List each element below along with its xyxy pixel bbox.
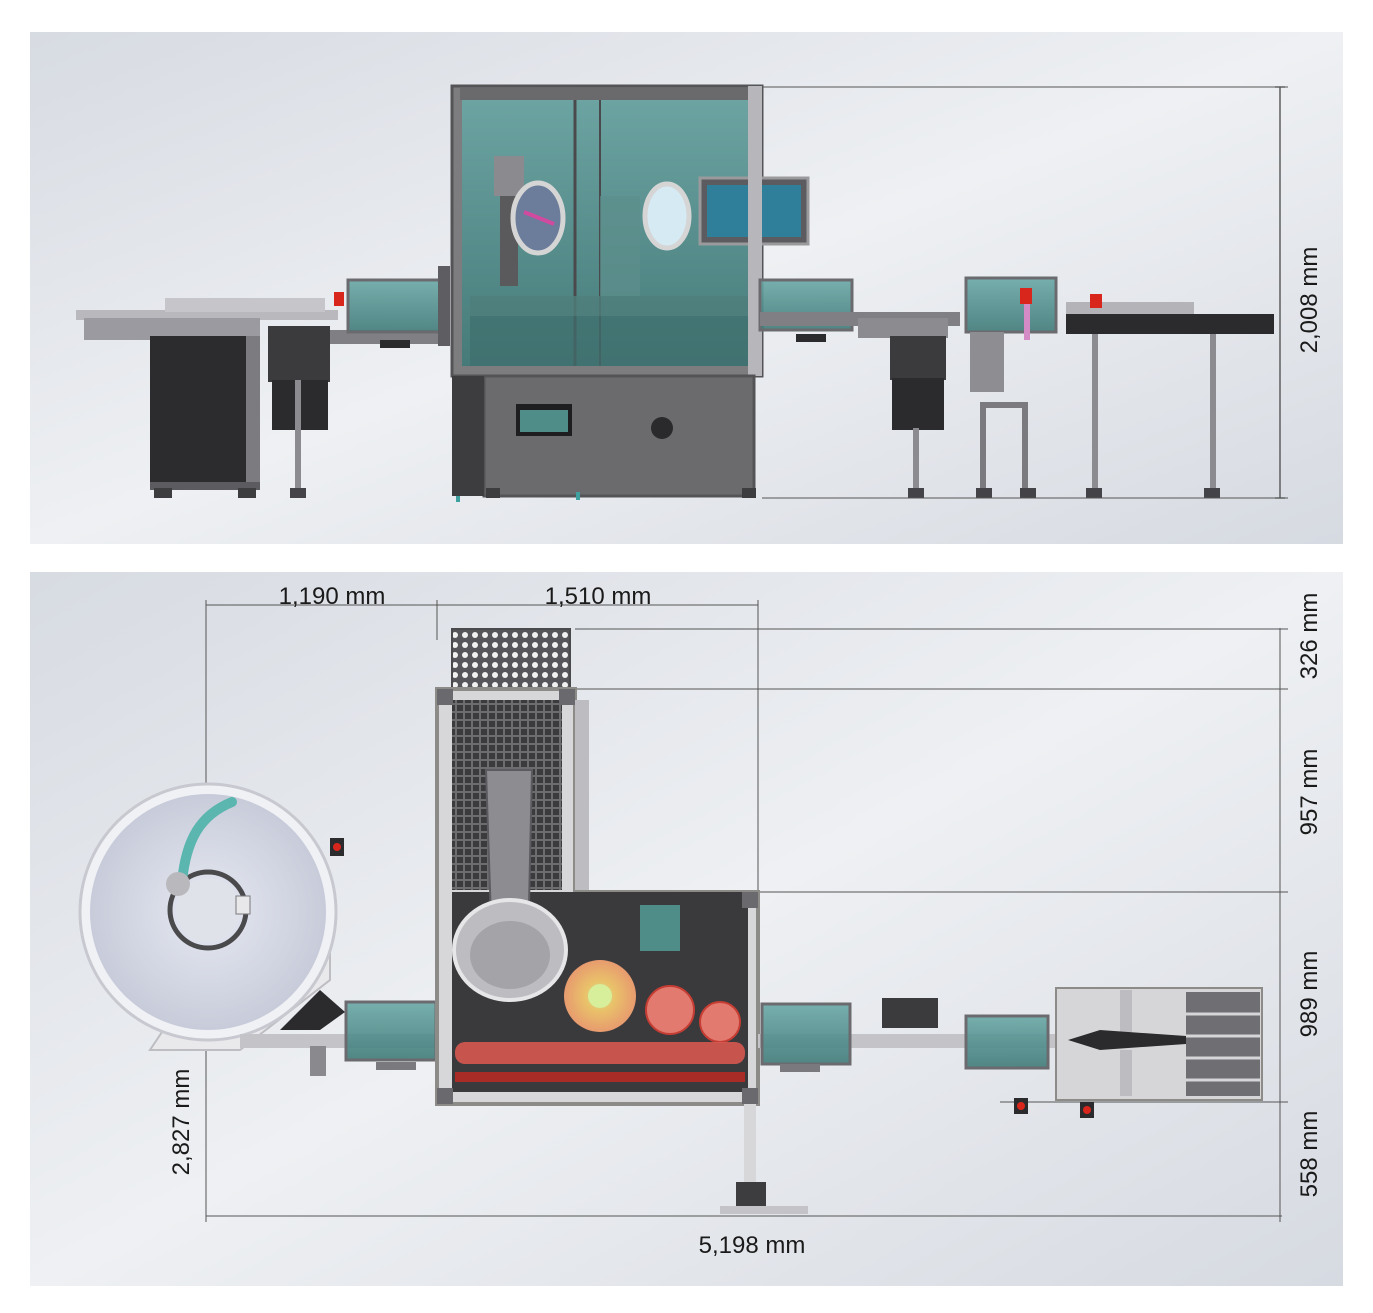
isolator-corner-plates [437, 689, 758, 1104]
accumulation-table-plan [1055, 987, 1263, 1101]
alarm-light-icon [333, 843, 341, 851]
dim-right-558: 558 mm [1296, 1111, 1323, 1198]
filter-grille [451, 628, 571, 690]
dim-width-center: 1,510 mm [545, 583, 652, 610]
height-dimension: 2,008 mm [762, 86, 1323, 499]
elevation-view: 2,008 mm [30, 32, 1343, 544]
dim-right-326: 326 mm [1296, 593, 1323, 680]
alarm-light-icon [334, 292, 344, 306]
alarm-light-icon [1020, 288, 1032, 304]
accumulation-table-elevation [1066, 294, 1274, 498]
alarm-light-icon [1083, 1106, 1091, 1114]
heating-tunnel [455, 1042, 745, 1064]
turntable-unloader-elevation [76, 298, 338, 498]
dim-overall-width: 5,198 mm [699, 1232, 806, 1259]
infeed-conveyor-plan [240, 1000, 440, 1076]
isolator-main-elevation [450, 84, 810, 502]
reject-station-elevation [964, 276, 1058, 498]
alarm-light-icon [1017, 1102, 1025, 1110]
outfeed-conveyor-elevation [758, 278, 960, 498]
dim-right-957: 957 mm [1296, 749, 1323, 836]
dim-right-989: 989 mm [1296, 951, 1323, 1038]
glove-port-right [642, 181, 692, 251]
height-label: 2,008 mm [1296, 247, 1323, 354]
outfeed-conveyor-plan [758, 998, 1094, 1118]
plan-dimension-lines [205, 600, 1288, 1222]
dim-width-left: 1,190 mm [279, 583, 386, 610]
dim-overall-depth: 2,827 mm [168, 1069, 195, 1176]
control-knob-icon [651, 417, 673, 439]
plan-view: 1,190 mm 1,510 mm 5,198 mm 2,827 mm 326 … [30, 572, 1343, 1286]
infeed-conveyor-elevation [330, 266, 450, 348]
isolator-plan [435, 628, 808, 1214]
turntable-plan [78, 782, 345, 1051]
alarm-light-icon [1090, 294, 1102, 308]
